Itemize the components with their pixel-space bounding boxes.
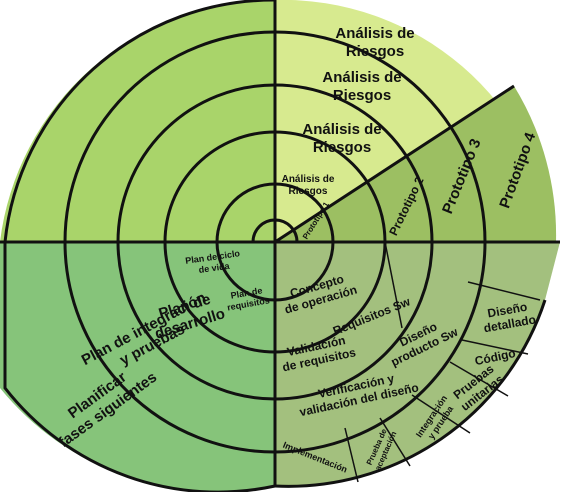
risk-analysis-label-1b: Riesgos <box>289 186 328 197</box>
risk-analysis-label-2: Análisis de <box>302 121 381 138</box>
risk-analysis-label-2b: Riesgos <box>313 139 371 156</box>
quadrant-prototype-band <box>275 86 557 242</box>
risk-analysis-label-3: Análisis de <box>322 69 401 86</box>
quadrant-lower-left <box>0 242 275 492</box>
risk-analysis-label-4: Análisis de <box>335 25 414 42</box>
quadrant-lower-right <box>275 242 560 487</box>
risk-analysis-label-1: Análisis de <box>282 174 335 185</box>
quadrant-upper-left <box>0 0 275 242</box>
risk-analysis-label-3b: Riesgos <box>333 87 391 104</box>
risk-analysis-label-4b: Riesgos <box>346 43 404 60</box>
